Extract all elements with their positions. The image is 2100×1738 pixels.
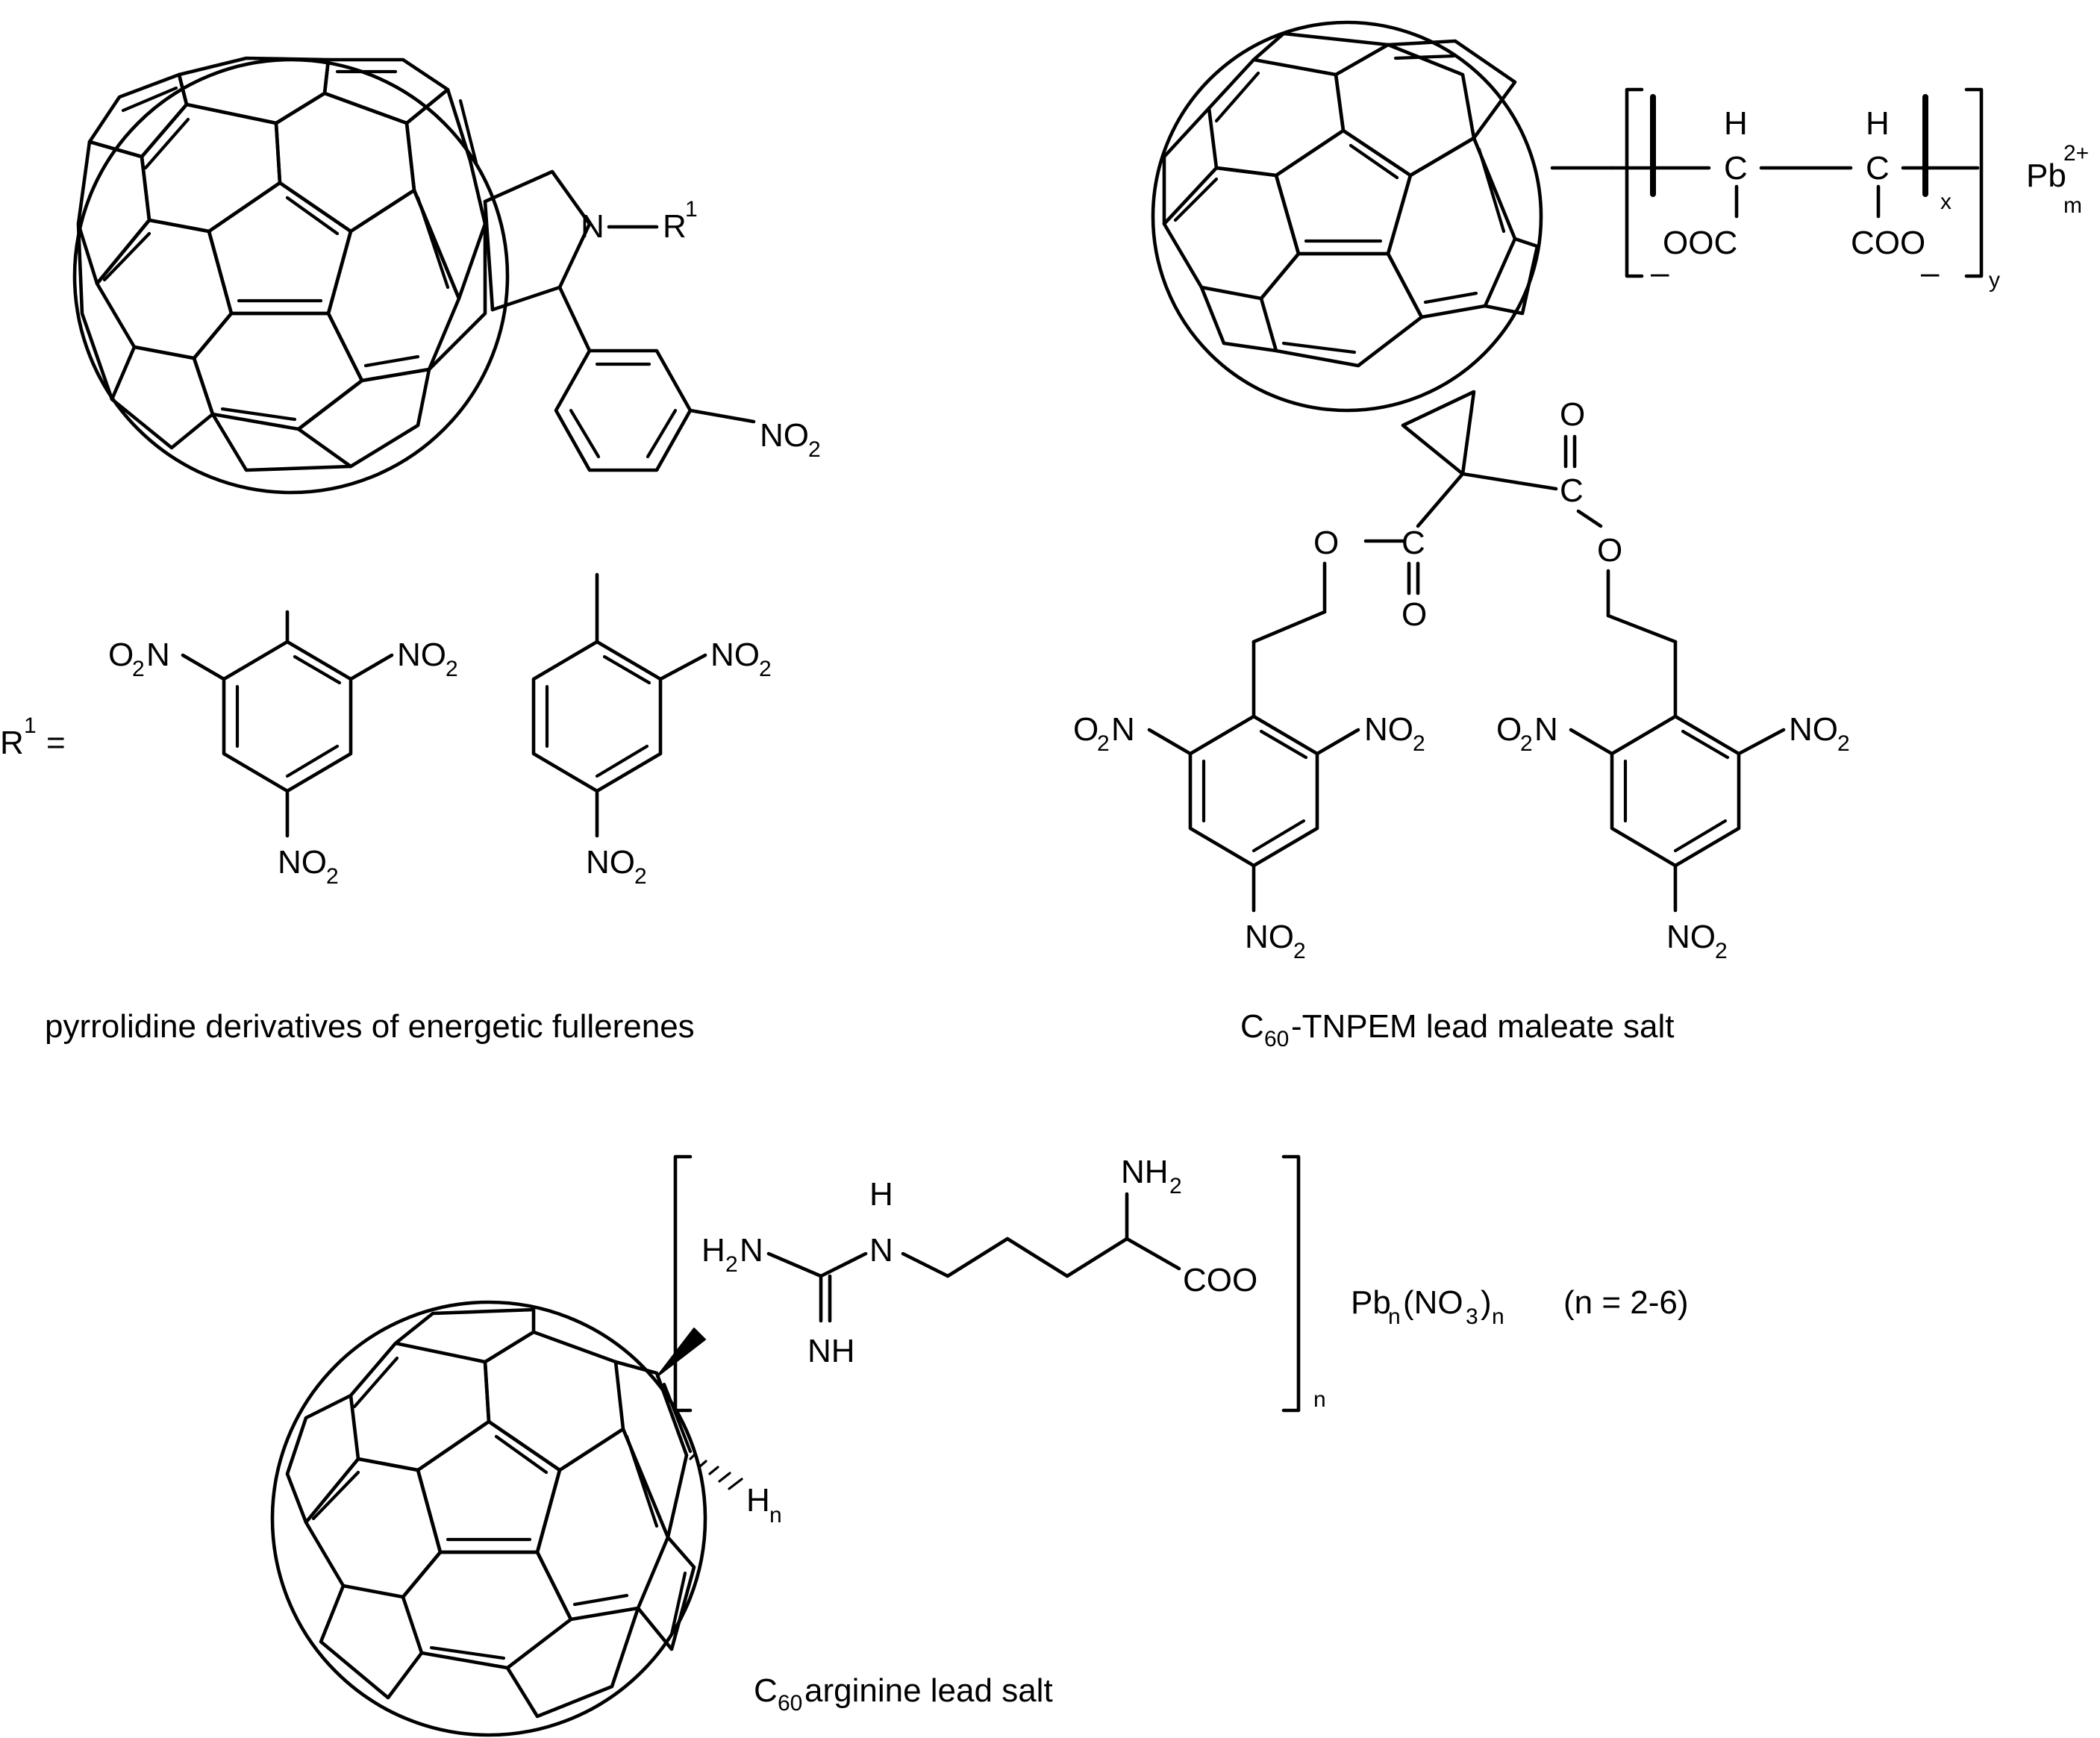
- minus-left: –: [1651, 254, 1669, 291]
- h2n-n: N: [740, 1232, 763, 1269]
- right-aryl-nitro-left-o: O: [1496, 711, 1522, 748]
- opt2-nitro-para-sub: 2: [634, 864, 647, 889]
- repeat-n: n: [1313, 1387, 1326, 1412]
- right-aryl-nitro-left-n: N: [1534, 711, 1558, 748]
- lead-pb: Pb: [2026, 157, 2066, 194]
- r1-definition-equals: =: [46, 725, 66, 761]
- arginine-caption-c: C: [754, 1672, 778, 1709]
- aryl-nitro-label: NO: [760, 417, 809, 454]
- aryl-nitro-subscript: 2: [808, 437, 821, 462]
- hydrogen-subscript: n: [769, 1503, 782, 1528]
- opt1-nitro-left-o: O: [108, 637, 134, 673]
- fullerene-cage-facets: [76, 56, 487, 472]
- tnpem-fullerene-outline: [1151, 20, 1543, 413]
- arginine-structure: H n n H 2 N NH H N NH 2 COO Pb n (NO 3 )…: [270, 1154, 1689, 1737]
- minus-right: –: [1921, 254, 1940, 291]
- ring-nitrogen-label: N: [581, 208, 604, 245]
- tnpem-left-aryl: O 2 N NO 2 NO 2: [1073, 711, 1425, 963]
- left-aryl-nitro-right-sub: 2: [1413, 731, 1425, 756]
- alpha-amine: NH: [1121, 1154, 1169, 1190]
- pyrrolidine-ring: [483, 169, 592, 312]
- carboxylate-left: OOC: [1663, 225, 1737, 261]
- left-aryl-nitro-left-n: N: [1111, 711, 1135, 748]
- left-aryl-nitro-right: NO: [1364, 711, 1413, 748]
- salt-pb-sub: n: [1388, 1304, 1401, 1329]
- opt2-nitro-ortho-sub: 2: [759, 657, 772, 681]
- carboxylate-label: COO: [1183, 1262, 1257, 1298]
- right-aryl-nitro-right: NO: [1789, 711, 1838, 748]
- ch-right-h: H: [1866, 105, 1890, 142]
- arginine-fullerene-outline: [270, 1300, 707, 1737]
- ester-left-o-link: O: [1313, 525, 1339, 561]
- arginine-caption-rest: arginine lead salt: [804, 1672, 1053, 1709]
- r1-definition-lhs: R: [0, 725, 24, 761]
- left-aryl-nitro-para: NO: [1245, 919, 1294, 955]
- r1-definition-sup: 1: [24, 713, 37, 738]
- right-aryl-nitro-left-sub: 2: [1520, 731, 1533, 756]
- alpha-amine-sub: 2: [1169, 1174, 1182, 1198]
- tnpem-caption-sub: 60: [1264, 1027, 1289, 1051]
- opt1-nitro-right: NO: [397, 637, 446, 673]
- opt1-nitro-left-n: N: [146, 637, 170, 673]
- opt1-nitro-left-sub: 2: [132, 657, 145, 681]
- r1-group-label: R: [663, 208, 687, 245]
- hydrogen-label: H: [746, 1482, 770, 1519]
- pyrrolidine-caption: pyrrolidine derivatives of energetic ful…: [45, 1008, 695, 1045]
- opt1-nitro-right-sub: 2: [446, 657, 458, 681]
- ester-right-o-carbonyl: O: [1560, 396, 1585, 433]
- salt-close: ): [1481, 1284, 1492, 1321]
- left-aryl-nitro-para-sub: 2: [1293, 939, 1306, 963]
- pyrrolidine-fullerene: N R 1 NO 2 R 1 = O 2 N NO 2: [0, 56, 821, 1045]
- salt-range: (n = 2-6): [1563, 1284, 1689, 1321]
- left-aryl-nitro-left-sub: 2: [1097, 731, 1110, 756]
- tnpem-structure: H C H C OOC COO – – x y Pb 2+ m C O O C …: [1073, 20, 2089, 1051]
- lead-sub: m: [2063, 193, 2082, 218]
- h2n-sub: 2: [725, 1252, 738, 1277]
- r1-option-trinitrophenyl: O 2 N NO 2 NO 2: [108, 610, 458, 889]
- tnpem-right-aryl: O 2 N NO 2 NO 2: [1496, 711, 1850, 963]
- ch-left-c: C: [1724, 150, 1748, 187]
- right-aryl-nitro-para-sub: 2: [1715, 939, 1728, 963]
- opt1-nitro-para: NO: [278, 844, 327, 881]
- guanidine-h: H: [869, 1176, 893, 1213]
- tnpem-caption-c: C: [1240, 1008, 1264, 1045]
- tnpem-caption-rest: -TNPEM lead maleate salt: [1291, 1008, 1675, 1045]
- h2n-h: H: [701, 1232, 725, 1269]
- opt2-nitro-para: NO: [586, 844, 635, 881]
- ester-left-c: C: [1401, 525, 1425, 561]
- cyclopropane: [1401, 390, 1476, 476]
- salt-pb: Pb: [1351, 1284, 1391, 1321]
- opt2-nitro-ortho: NO: [710, 637, 760, 673]
- salt-no3-sub: 3: [1466, 1304, 1478, 1329]
- arginine-caption-sub: 60: [778, 1691, 802, 1716]
- guanidine-n: N: [869, 1232, 893, 1269]
- ch-right-c: C: [1866, 150, 1890, 187]
- r1-group-superscript: 1: [685, 197, 698, 222]
- repeat-x: x: [1940, 190, 1951, 214]
- left-aryl-nitro-left-o: O: [1073, 711, 1099, 748]
- ch-left-h: H: [1724, 105, 1748, 142]
- r1-option-dinitrophenyl: NO 2 NO 2: [531, 572, 772, 889]
- ester-right-c: C: [1560, 472, 1584, 509]
- nitrophenyl-ring: [554, 348, 693, 472]
- carboxylate-right: COO: [1851, 225, 1925, 261]
- hashed-bond: [689, 1454, 743, 1490]
- salt-no3: (NO: [1403, 1284, 1463, 1321]
- repeat-y: y: [1989, 268, 2000, 293]
- tnpem-fullerene-facets: [1162, 31, 1540, 368]
- ester-left-o-carbonyl: O: [1401, 596, 1427, 633]
- imine-nh: NH: [807, 1333, 855, 1369]
- right-aryl-nitro-para: NO: [1666, 919, 1716, 955]
- salt-close-sub: n: [1492, 1304, 1504, 1329]
- lead-charge: 2+: [2063, 141, 2089, 166]
- arginine-fullerene-facets: [285, 1307, 696, 1719]
- ester-right-o-link: O: [1597, 532, 1622, 569]
- opt1-nitro-para-sub: 2: [326, 864, 339, 889]
- right-aryl-nitro-right-sub: 2: [1837, 731, 1850, 756]
- wedge-bond: [656, 1328, 706, 1378]
